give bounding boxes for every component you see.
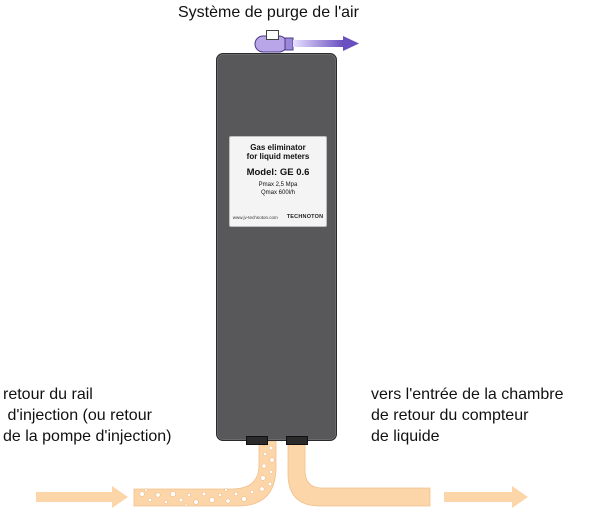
nameplate-url: www.jv-technoton.com	[232, 214, 278, 220]
nameplate-brand: TECHNOTON	[286, 214, 324, 220]
nameplate-model: Model: GE 0.6	[246, 167, 310, 178]
outlet-nozzle	[286, 436, 308, 445]
nameplate: Gas eliminator for liquid meters Model: …	[229, 136, 327, 227]
outlet-arrow	[444, 486, 528, 508]
inlet-nozzle	[246, 436, 268, 445]
outlet-label: vers l'entrée de la chambre de retour du…	[371, 386, 564, 445]
inlet-arrow	[36, 486, 128, 508]
nameplate-line2: for liquid meters	[246, 152, 310, 161]
valve-cap	[266, 30, 279, 40]
inlet-label: retour du rail d'injection (ou retour de…	[3, 386, 172, 445]
outlet-hose	[287, 440, 431, 507]
nameplate-line1: Gas eliminator	[250, 143, 306, 152]
fuel-bubbles	[139, 442, 275, 507]
air-purge-label: Système de purge de l'air	[178, 4, 359, 21]
nameplate-footer: www.jv-technoton.com TECHNOTON	[233, 212, 323, 222]
gas-eliminator-body	[216, 53, 337, 441]
inlet-hose	[133, 440, 277, 507]
nameplate-pmax: Pmax 2,5 Mpa	[258, 182, 298, 188]
nameplate-qmax: Qmax 600l/h	[260, 190, 296, 196]
